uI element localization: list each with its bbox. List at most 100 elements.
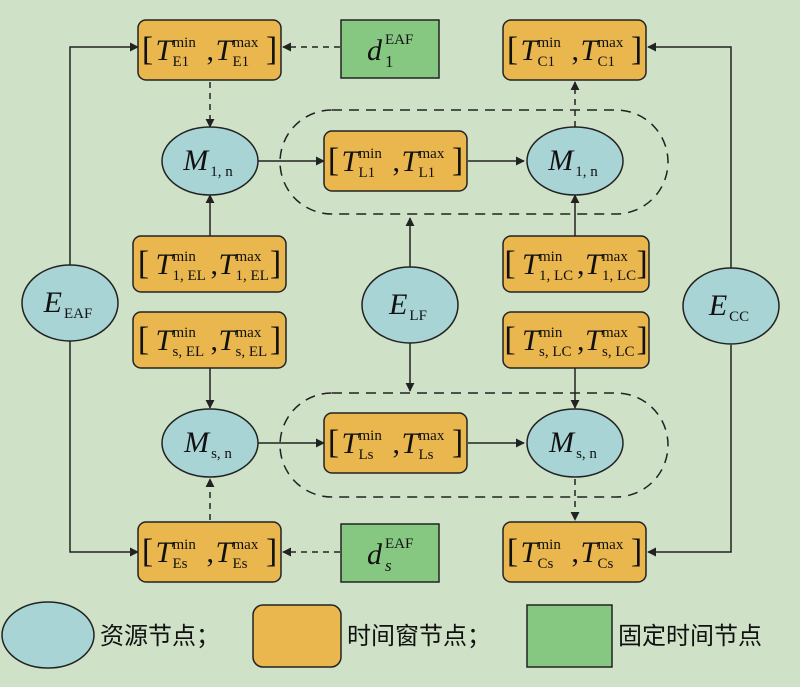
time-term-sup: max [602,249,628,265]
time-window-box [132,311,287,369]
bracket-open: [ [328,142,339,179]
time-window-box [323,130,468,192]
time-term-sup: min [173,35,197,51]
edge-eeaf-to-tes [69,340,139,557]
time-term-sup: min [173,325,197,341]
bracket-close: ] [631,533,642,570]
edge-ecc-to-tcs [647,345,732,557]
time-term: T [581,536,600,569]
time-term-sub: Ls [419,447,434,463]
time-window-box [502,521,647,583]
time-term: T [521,536,540,569]
time-term-sup: max [419,428,445,444]
time-term: T [585,324,604,357]
time-term: T [402,427,421,460]
time-term-sub: 1, LC [602,268,636,284]
fixed-time-main: d [367,34,383,67]
time-term-sub: Ls [359,447,374,463]
time-term-sup: max [598,35,624,51]
time-term-sub: s, LC [539,344,572,360]
bracket-close: ] [636,321,647,358]
time-term-comma: , [207,34,215,67]
legend: 资源节点； 时间窗节点； 固定时间节点 [1,601,762,669]
fixed-time-sub: s [385,556,392,575]
time-term-sub: E1 [233,54,250,70]
time-term-sub: Cs [598,556,614,572]
time-term: T [581,34,600,67]
time-term-sub: C1 [598,54,616,70]
group-outline-bottom [279,392,669,498]
time-term-comma: , [211,248,219,281]
time-term-sub: C1 [538,54,556,70]
bracket-close: ] [270,245,281,282]
time-term: T [402,145,421,178]
bracket-open: [ [504,321,515,358]
time-term-comma: , [211,324,219,357]
legend-resource-label: 资源节点； [100,622,220,650]
bracket-open: [ [504,245,515,282]
time-term-sub: s, EL [236,344,268,360]
time-term: T [585,248,604,281]
time-term-sup: min [538,35,562,51]
time-window-box [502,19,647,81]
legend-time-window-swatch [252,604,342,668]
time-term-sup: min [359,146,383,162]
fixed-time-box [340,19,440,79]
fixed-time-main: d [367,538,383,571]
legend-fixed-time-swatch [526,604,613,668]
bracket-open: [ [328,424,339,461]
time-term-sup: min [173,249,197,265]
time-term: T [522,324,541,357]
group-outline-top [279,109,669,215]
time-term: T [521,34,540,67]
time-term-comma: , [393,145,401,178]
time-term-comma: , [207,536,215,569]
resource-ellipse [526,126,624,196]
time-term-sup: min [539,249,563,265]
bracket-close: ] [266,533,277,570]
time-term-sub: E1 [173,54,190,70]
time-term: T [219,324,238,357]
fixed-time-sub: 1 [385,52,394,71]
resource-ellipse [21,264,119,342]
bracket-open: [ [138,321,149,358]
time-term-sup: max [236,249,262,265]
time-term-sub: 1, EL [236,268,269,284]
time-term-sup: max [602,325,628,341]
time-term-sup: max [233,537,259,553]
time-window-box [323,412,468,474]
bracket-open: [ [142,31,153,68]
time-term-sub: L1 [419,165,436,181]
time-term-sub: 1, LC [539,268,573,284]
bracket-close: ] [636,245,647,282]
resource-ellipse [161,126,259,196]
fixed-time-sup: EAF [385,536,413,552]
resource-ellipse [526,408,624,478]
time-term-comma: , [572,536,580,569]
time-term-sup: min [539,325,563,341]
time-term: T [156,34,175,67]
time-window-box [502,235,650,293]
time-term-sub: 1, EL [173,268,206,284]
time-term: T [342,145,361,178]
legend-resource-swatch [1,601,95,669]
time-term-sub: Es [233,556,248,572]
time-term: T [156,324,175,357]
time-term-comma: , [577,248,585,281]
